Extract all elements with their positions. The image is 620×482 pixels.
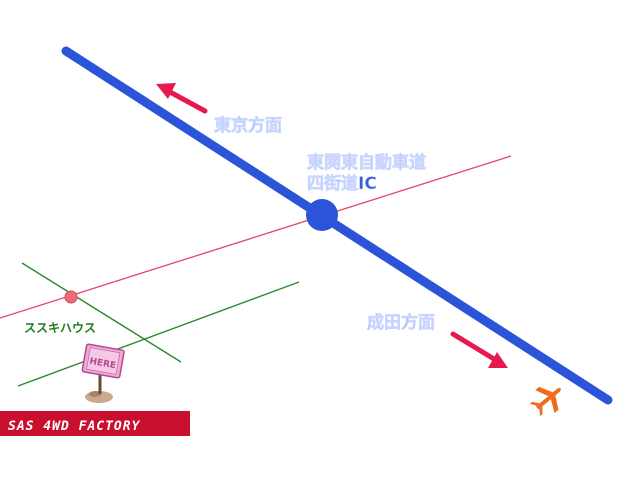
minor-road-diagonal bbox=[21, 262, 182, 363]
landmark-label: ススキハウス bbox=[24, 321, 96, 335]
here-signpost-icon: HERE bbox=[81, 343, 125, 403]
arrow-up-left-icon bbox=[156, 83, 208, 114]
expressway-line bbox=[61, 46, 613, 405]
here-sign-text: HERE bbox=[89, 357, 117, 371]
interchange-label-line1: 東関東自動車道 bbox=[307, 152, 426, 173]
narita-direction-label: 成田方面 bbox=[367, 312, 435, 333]
minor-road-cross bbox=[17, 281, 300, 387]
interchange-label-line2: 四街道IC bbox=[307, 173, 377, 194]
arrow-down-right-icon bbox=[450, 331, 508, 368]
company-banner bbox=[0, 411, 190, 436]
tokyo-direction-label: 東京方面 bbox=[214, 115, 282, 136]
company-banner-text: SAS 4WD FACTORY bbox=[8, 419, 141, 434]
interchange-marker-icon bbox=[306, 199, 338, 231]
local-road bbox=[0, 155, 512, 319]
location-dot-icon bbox=[64, 290, 78, 304]
airplane-icon bbox=[529, 386, 561, 417]
